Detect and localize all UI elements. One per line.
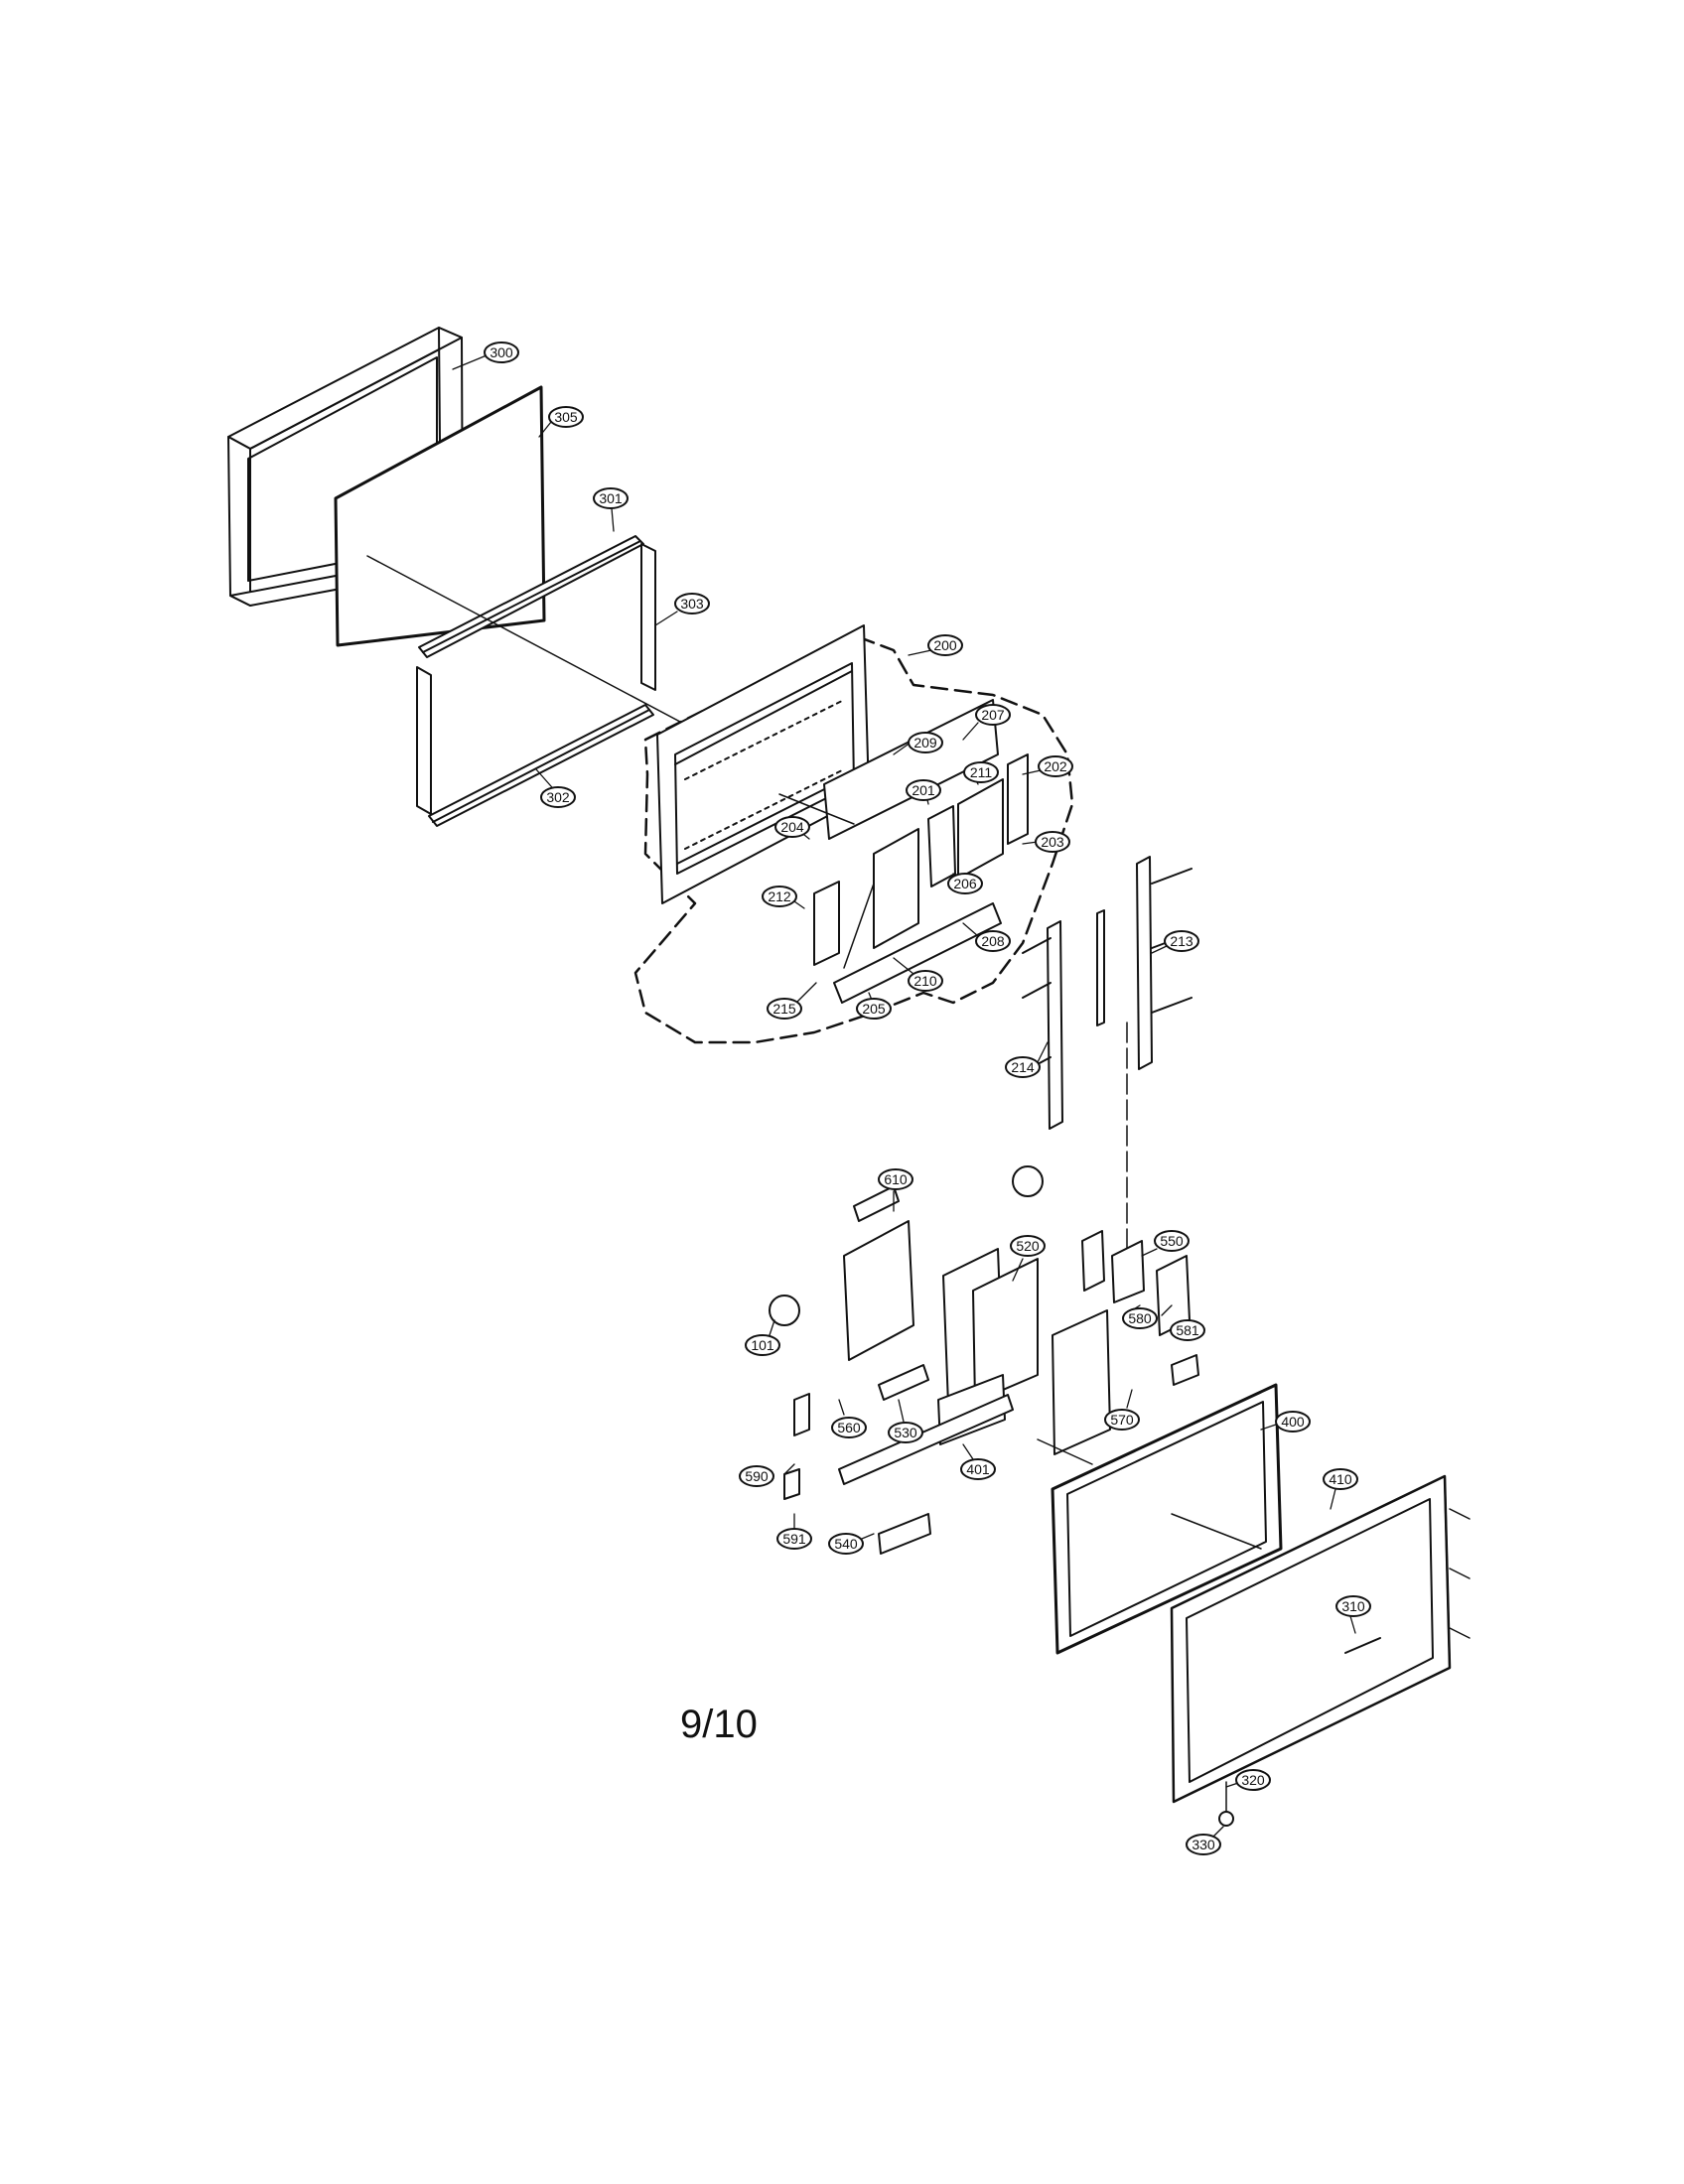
callout-303: 303 [674, 593, 710, 614]
callout-101: 101 [745, 1334, 780, 1356]
rear-cover-400 [1051, 1383, 1283, 1655]
svg-text:212: 212 [768, 888, 791, 904]
callout-591: 591 [776, 1528, 812, 1550]
svg-text:210: 210 [913, 973, 937, 989]
module-200-boundary [633, 624, 1074, 1044]
svg-text:204: 204 [780, 819, 804, 835]
callout-208: 208 [975, 930, 1011, 952]
callout-305: 305 [548, 406, 584, 428]
callout-205: 205 [856, 998, 892, 1020]
callout-203: 203 [1035, 831, 1070, 853]
svg-text:550: 550 [1160, 1233, 1184, 1249]
callout-214: 214 [1005, 1056, 1041, 1078]
svg-text:101: 101 [751, 1337, 774, 1353]
svg-text:303: 303 [680, 596, 704, 612]
svg-text:530: 530 [894, 1425, 917, 1440]
svg-text:320: 320 [1241, 1772, 1265, 1788]
svg-text:302: 302 [546, 789, 570, 805]
lower-boards [769, 1165, 1199, 1555]
callout-530: 530 [888, 1422, 923, 1443]
back-frame-410 [1170, 1474, 1471, 1827]
svg-text:200: 200 [933, 637, 957, 653]
assembly-axis-line [366, 555, 696, 731]
callout-215: 215 [767, 998, 802, 1020]
svg-text:202: 202 [1044, 758, 1067, 774]
svg-text:520: 520 [1016, 1238, 1040, 1254]
side-rails-213-214 [1022, 856, 1193, 1252]
callout-550: 550 [1154, 1230, 1190, 1252]
callout-210: 210 [908, 970, 943, 992]
glass-panel-305 [334, 385, 546, 647]
callout-301: 301 [593, 487, 629, 509]
svg-text:215: 215 [772, 1001, 796, 1017]
svg-text:205: 205 [862, 1001, 886, 1017]
svg-text:401: 401 [966, 1461, 990, 1477]
callout-410: 410 [1323, 1468, 1358, 1490]
callout-201: 201 [906, 779, 941, 801]
svg-text:410: 410 [1329, 1471, 1352, 1487]
svg-text:206: 206 [953, 876, 977, 891]
callout-610: 610 [878, 1168, 913, 1190]
callout-212: 212 [762, 886, 797, 907]
svg-text:310: 310 [1341, 1598, 1365, 1614]
callout-211: 211 [963, 761, 999, 783]
svg-text:214: 214 [1011, 1059, 1035, 1075]
callout-leaders [452, 354, 1356, 1843]
svg-text:305: 305 [554, 409, 578, 425]
callout-320: 320 [1235, 1769, 1271, 1791]
page-number: 9/10 [680, 1703, 758, 1746]
svg-text:581: 581 [1176, 1322, 1199, 1338]
callout-330: 330 [1186, 1834, 1221, 1855]
callout-401: 401 [960, 1458, 996, 1480]
svg-text:209: 209 [913, 735, 937, 751]
callout-590: 590 [739, 1465, 774, 1487]
callout-581: 581 [1170, 1319, 1205, 1341]
svg-text:540: 540 [834, 1536, 858, 1552]
callout-580: 580 [1122, 1307, 1158, 1329]
callout-400: 400 [1275, 1411, 1311, 1433]
callout-310: 310 [1335, 1595, 1371, 1617]
svg-text:560: 560 [837, 1420, 861, 1435]
svg-text:301: 301 [599, 490, 623, 506]
svg-text:211: 211 [970, 764, 993, 780]
callout-209: 209 [908, 732, 943, 753]
callout-520: 520 [1010, 1235, 1046, 1257]
svg-text:207: 207 [981, 707, 1005, 723]
callout-560: 560 [831, 1417, 867, 1438]
callout-540: 540 [828, 1533, 864, 1555]
callout-204: 204 [774, 816, 810, 838]
svg-text:590: 590 [745, 1468, 769, 1484]
callout-206: 206 [947, 873, 983, 894]
svg-text:300: 300 [490, 344, 513, 360]
svg-text:201: 201 [912, 782, 935, 798]
callout-213: 213 [1164, 930, 1199, 952]
frame-brackets [416, 535, 656, 827]
callout-200: 200 [927, 634, 963, 656]
svg-text:610: 610 [884, 1171, 908, 1187]
svg-text:208: 208 [981, 933, 1005, 949]
svg-text:591: 591 [782, 1531, 806, 1547]
svg-text:330: 330 [1192, 1837, 1215, 1852]
callout-302: 302 [540, 786, 576, 808]
svg-text:203: 203 [1041, 834, 1064, 850]
callout-300: 300 [484, 341, 519, 363]
svg-text:570: 570 [1110, 1412, 1134, 1428]
svg-text:400: 400 [1281, 1414, 1305, 1430]
callout-207: 207 [975, 704, 1011, 726]
svg-text:580: 580 [1128, 1310, 1152, 1326]
callout-202: 202 [1038, 755, 1073, 777]
svg-text:213: 213 [1170, 933, 1193, 949]
callout-570: 570 [1104, 1409, 1140, 1431]
